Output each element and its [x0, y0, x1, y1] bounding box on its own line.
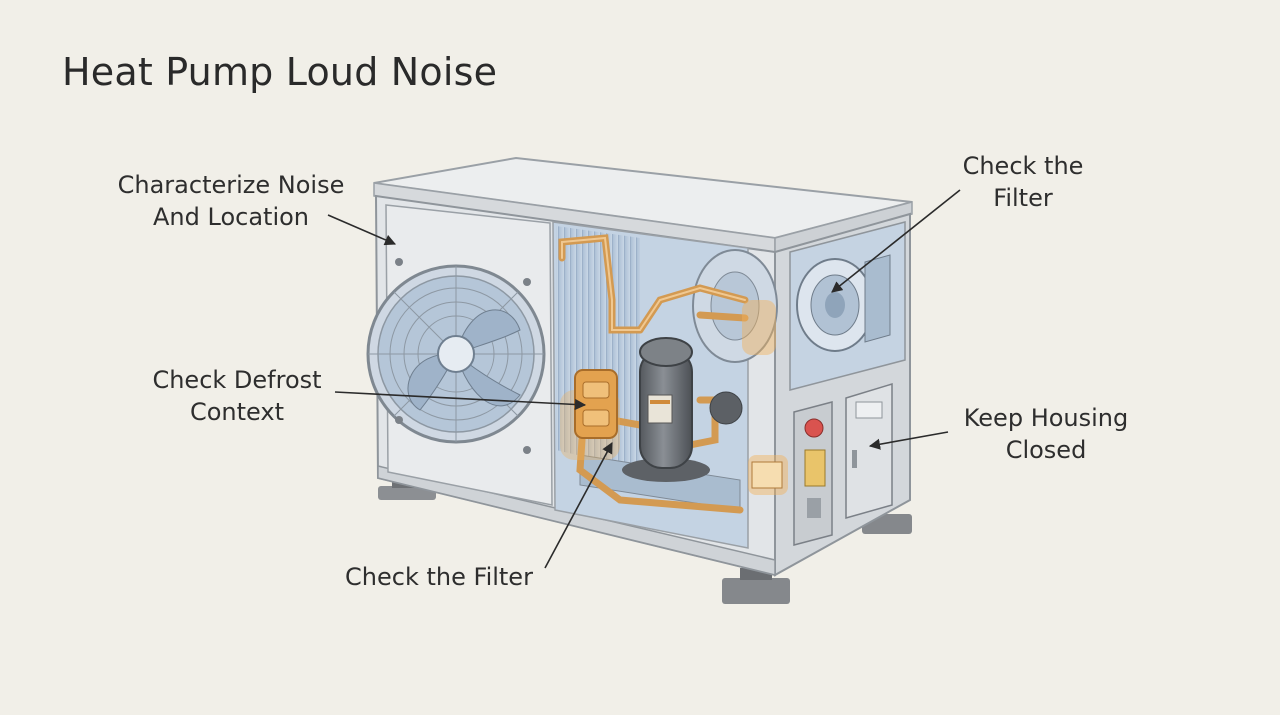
- callout-check-defrost: Check Defrost Context: [140, 364, 334, 428]
- page-title: Heat Pump Loud Noise: [62, 50, 498, 94]
- arrow-noise: [327, 214, 397, 246]
- callout-line: Filter: [993, 184, 1053, 212]
- callout-line: Check the: [962, 152, 1084, 180]
- callout-line: Check Defrost: [152, 366, 322, 394]
- callout-line: Characterize Noise: [117, 171, 345, 199]
- callout-arrows: [327, 189, 961, 569]
- callout-check-filter-bottom: Check the Filter: [335, 561, 543, 593]
- arrow-filter-top: [831, 189, 961, 293]
- callout-line: And Location: [153, 203, 309, 231]
- arrow-defrost: [334, 391, 587, 411]
- callout-line: Keep Housing: [963, 404, 1129, 432]
- callout-line: Context: [189, 398, 285, 426]
- arrow-housing: [868, 431, 949, 450]
- arrow-filter-bottom: [544, 442, 613, 569]
- callout-check-filter-top: Check the Filter: [950, 150, 1096, 214]
- fan-assembly: [366, 204, 553, 506]
- side-components: [789, 221, 906, 546]
- callout-characterize-noise: Characterize Noise And Location: [112, 169, 350, 233]
- interior-cutaway: [552, 221, 788, 549]
- callout-keep-housing-closed: Keep Housing Closed: [952, 402, 1140, 466]
- callout-line: Closed: [1005, 436, 1087, 464]
- callout-line: Check the Filter: [345, 563, 533, 591]
